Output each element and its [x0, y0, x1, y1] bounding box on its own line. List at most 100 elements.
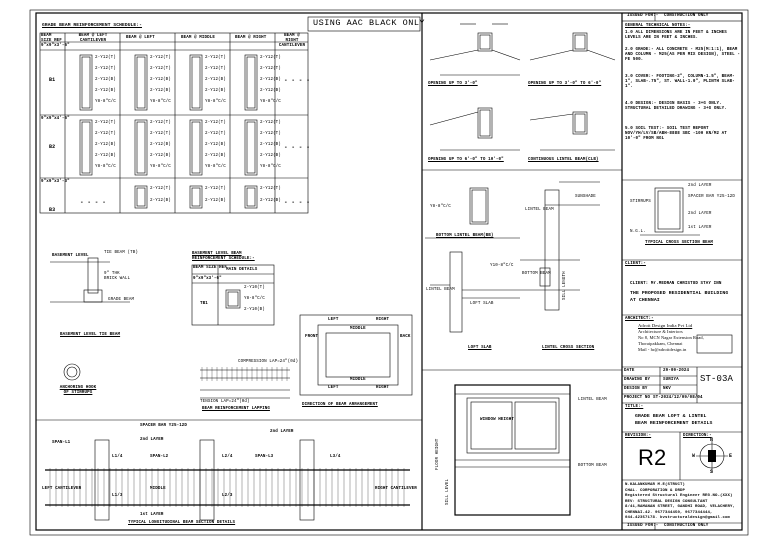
bar-label: 2-Y12(B)	[205, 143, 226, 147]
schedule-col-right-cant: BEAM @ RIGHT CANTILEVER	[278, 34, 306, 48]
beam-stirrup	[246, 187, 256, 207]
schedule-col-size: BEAM SIZE REF	[41, 34, 62, 43]
bar-label: Y8-8"C/C	[150, 165, 171, 169]
note-3: 3.0 COVER:- FOOTING-2", COLUMN-1.5", BEA…	[625, 75, 735, 89]
issued-for-label: ISSUED FOR:-	[627, 14, 659, 18]
tie-sched-ref: TB1	[200, 302, 208, 306]
beam-stirrup	[136, 121, 146, 174]
beam-stirrup	[136, 56, 146, 109]
bar-label: 2-Y12(B)	[205, 154, 226, 158]
row3-left-cant: - - - -	[80, 199, 106, 206]
architect-label: ARCHITECT:-	[625, 317, 654, 321]
revision-value: R2	[638, 445, 667, 470]
engineer-line: CHENNAI-42. 9677344450, 9677344444,	[625, 510, 713, 515]
beam-stirrup	[191, 56, 201, 109]
dir-right-top: RIGHT	[376, 318, 390, 322]
beam-section-outline	[244, 119, 258, 176]
engineer-line: 044-42357178. kvstructuraldesign@gmail.c…	[625, 516, 731, 520]
beam-section-outline	[189, 185, 203, 209]
bar-label: 2-Y12(B)	[260, 154, 281, 158]
bar-label: 2-Y12(B)	[95, 78, 116, 82]
bar-label: 2-Y12(T)	[150, 67, 171, 71]
tie-label-3: 9" THK BRICK WALL	[104, 272, 131, 281]
engineer-line: REV: STRUCTURAL DESIGN CONSULTANT	[625, 499, 708, 504]
cross-label-5: STIRRUPS	[630, 200, 651, 204]
client-label: CLIENT:-	[625, 262, 646, 266]
tie-sched-bar-3: 2-Y10(B)	[244, 308, 265, 312]
dir-left-bottom: LEFT	[328, 386, 339, 390]
bar-label: 2-Y12(T)	[260, 67, 281, 71]
schedule-col-left-cant: BEAM @ LEFT CANTILEVER	[78, 34, 108, 43]
client-line-3: AT CHENNAI	[630, 298, 660, 303]
bar-label: 2-Y12(T)	[150, 187, 171, 191]
issued-for-value: CONSTRUCTION ONLY	[664, 14, 709, 18]
direction-title: DIRECTION OF BEAM ARRANGEMENT	[302, 403, 378, 407]
project-label: PROJECT NO	[624, 396, 651, 400]
row2-ref: B2	[49, 144, 56, 150]
beam-stirrup	[136, 187, 146, 207]
compass-w: W	[692, 453, 696, 459]
bar-label: 2-Y12(B)	[205, 199, 226, 203]
dir-middle-top: MIDDLE	[350, 327, 366, 331]
long-section-label: SPACER BAR Y25-12D	[140, 424, 188, 428]
tie-schedule-title: BASEMENT LEVEL BEAM REINFORCEMENT SCHEDU…	[192, 252, 255, 261]
bar-label: 2-Y12(T)	[205, 56, 226, 60]
bar-label: 2-Y12(T)	[260, 56, 281, 60]
bar-label: 2-Y12(T)	[150, 56, 171, 60]
dir-left-top: LEFT	[328, 318, 339, 322]
beam-stirrup	[81, 56, 91, 109]
row1-right-cant: - - - -	[284, 77, 310, 84]
cross-label-3: 2nd LAYER	[688, 212, 712, 216]
bar-label: 2-Y12(T)	[150, 121, 171, 125]
dir-front: FRONT	[305, 335, 319, 339]
note-2: 2.0 GRADE:- ALL CONCRETE - M25(M:1:1), B…	[625, 48, 740, 62]
note-5: 5.0 SOIL TEST:- SOIL TEST REPORT NOV/YH/…	[625, 127, 727, 141]
schedule-title: GRADE BEAM REINFORCEMENT SCHEDULE:-	[42, 23, 142, 28]
architect-line-1: Adroit Design India Pvt Ltd	[638, 323, 693, 328]
bar-label: 2-Y12(B)	[260, 78, 281, 82]
tie-sched-bar-1: 2-Y10(T)	[244, 286, 265, 290]
bar-label: 2-Y12(B)	[205, 89, 226, 93]
architect-line-4: Thoraipakkam, Chennai	[638, 341, 683, 346]
lc-label-4: SILL LENGTH	[563, 271, 567, 300]
opening-4-title: CONTINUOUS LINTEL BEAM(CLB)	[528, 158, 599, 162]
row3-ref: B3	[49, 207, 56, 213]
window-label-5: SILL LEVEL	[446, 478, 450, 505]
hooks-title: ANCHORING HOOK OF STIRRUPS	[59, 386, 97, 395]
window-label-3: BOTTOM BEAM	[578, 464, 607, 468]
dir-middle-bottom: MIDDLE	[350, 378, 366, 382]
schedule-col-middle: BEAM @ MIDDLE	[181, 36, 215, 40]
engineer-line: Registered Structural Engineer REG.NO-(X…	[625, 494, 733, 498]
engineer-line: N.KALANKUMAR M.E(STRUCT)	[625, 483, 686, 487]
long-section-label: RIGHT CANTILEVER	[375, 487, 417, 491]
beam-section-outline	[134, 54, 148, 111]
bar-label: 2-Y12(T)	[95, 121, 116, 125]
long-section-label: L3/4	[330, 455, 341, 459]
bar-label: 2-Y12(T)	[260, 121, 281, 125]
dir-right-bottom: RIGHT	[376, 386, 390, 390]
tie-label-2: TIE BEAM (TB)	[104, 251, 138, 255]
tie-sched-h2: MAIN DETAILS	[226, 268, 258, 272]
beam-section-outline	[79, 119, 93, 176]
loft-title: LOFT SLAB	[468, 346, 492, 350]
beam-stirrup	[191, 121, 201, 174]
long-section-label: 2nd LAYER	[270, 430, 294, 434]
bar-label: 2-Y12(B)	[260, 199, 281, 203]
architect-line-3: No 8, MCN Nagar Extension Road,	[638, 335, 704, 340]
dir-back: BACK	[400, 335, 411, 339]
loft-label-2: LOFT SLAB	[470, 302, 494, 306]
row1-ref: B1	[49, 77, 56, 83]
bar-label: Y8-8"C/C	[260, 100, 281, 104]
opening-1-title: OPENING UP TO 3'-0"	[428, 82, 478, 86]
lap-label-2: TENSION LAP=24"(0d)	[200, 400, 250, 404]
architect-line-5: Mail - hr@adroitdesign.in	[638, 347, 687, 352]
compass-e: E	[729, 453, 733, 459]
row2-right-cant: - - - -	[284, 144, 310, 151]
compass-n: N	[710, 437, 714, 443]
tie-beam-title: BASEMENT LEVEL TIE BEAM	[60, 333, 121, 337]
footer-issued-value: CONSTRUCTION ONLY	[664, 524, 709, 528]
long-section-label: L1/4	[112, 455, 123, 459]
bar-label: 2-Y12(T)	[95, 132, 116, 136]
compass-s: S	[710, 469, 714, 475]
